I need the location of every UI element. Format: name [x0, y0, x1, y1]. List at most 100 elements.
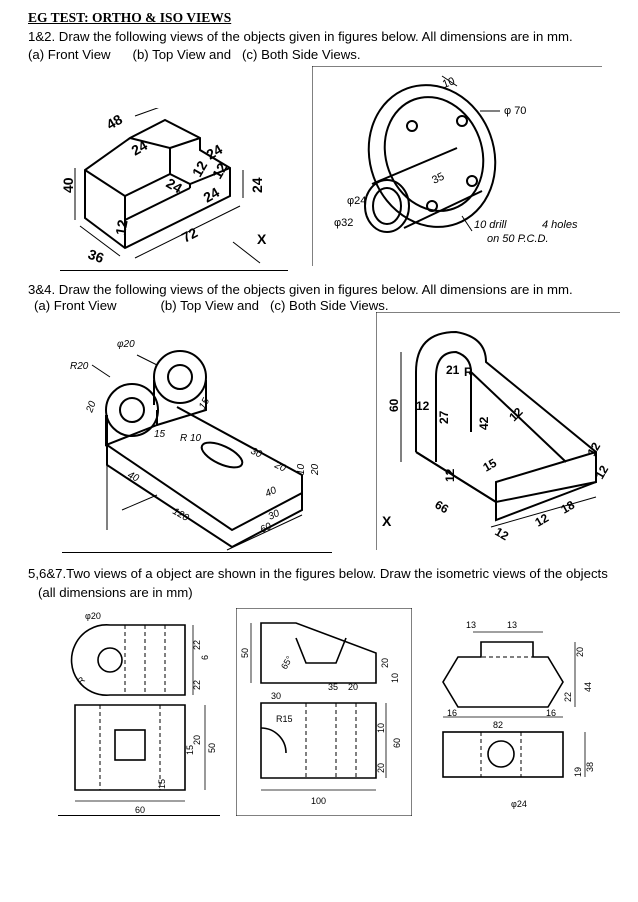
fig6-dim-20b: 20	[380, 658, 390, 668]
fig4-dim-r: R	[464, 365, 473, 379]
fig3-dim-120: 120	[171, 506, 191, 524]
divider-3	[58, 815, 220, 816]
fig7-dim-13a: 13	[466, 620, 476, 630]
fig1-dim-36: 36	[86, 246, 106, 266]
fig7-dim-phi24: φ24	[511, 799, 527, 809]
fig3-dim-40a: 40	[126, 470, 141, 485]
fig4-dim-12f: 12	[493, 524, 512, 543]
fig5-dim-6: 6	[200, 655, 210, 660]
fig1-dim-24d: 24	[201, 184, 223, 206]
fig6-dim-60: 60	[392, 738, 402, 748]
page-title: EG TEST: ORTHO & ISO VIEWS	[28, 10, 232, 25]
fig2-note-holes: 4 holes	[542, 219, 578, 231]
fig3-dim-15b: 15	[197, 396, 212, 412]
fig6-dim-100: 100	[311, 796, 326, 806]
fig6-dim-20a: 20	[348, 682, 358, 692]
fig5-dim-20: 20	[192, 735, 202, 745]
fig4-dim-12e: 12	[592, 463, 611, 482]
fig3-dim-r10: R 10	[180, 433, 202, 444]
fig4-dim-12a: 12	[416, 399, 430, 413]
figure-7-orthographic: 13 13 20 22 44 16 82 16 19 38 φ24	[442, 620, 595, 809]
fig5-dim-15b: 15	[157, 779, 167, 789]
fig4-dim-60: 60	[387, 398, 401, 412]
figure-4-support: 21 R 60 12 27 42 12 12 15 12 12 66 12 12…	[376, 312, 620, 550]
figure-6-orthographic: 50 65° 35 20 20 10 30 R15 10 60 20 100	[236, 608, 412, 816]
fig2-dim-phi24: φ24	[347, 195, 366, 207]
fig1-dim-48: 48	[104, 111, 126, 133]
fig3-dim-30a: 30	[249, 446, 264, 461]
fig4-dim-42: 42	[477, 416, 491, 430]
q567-instruction: 5,6&7.Two views of a object are shown in…	[28, 566, 608, 581]
fig6-dim-50: 50	[240, 648, 250, 658]
fig2-dim-35: 35	[430, 171, 446, 187]
fig3-dim-r20: R20	[70, 361, 89, 372]
q34-instruction: 3&4. Draw the following views of the obj…	[28, 282, 573, 297]
divider-1	[60, 270, 288, 271]
fig5-dim-22b: 22	[192, 680, 202, 690]
fig1-x-label: X	[257, 231, 267, 247]
fig7-dim-22: 22	[563, 692, 573, 702]
fig1-dim-24a: 24	[129, 137, 151, 159]
divider-2	[62, 552, 332, 553]
fig4-dim-66: 66	[433, 497, 452, 516]
fig1-dim-72: 72	[179, 224, 200, 246]
fig7-dim-16a: 16	[447, 708, 457, 718]
fig7-dim-13b: 13	[507, 620, 517, 630]
fig1-dim-24b: 24	[204, 141, 226, 163]
fig2-note-drill: 10 drill	[474, 219, 507, 231]
q12-views: (a) Front View (b) Top View and (c) Both…	[28, 47, 361, 62]
fig4-dim-12d: 12	[584, 440, 603, 459]
fig5-dim-50: 50	[207, 743, 217, 753]
figure-2-flanged-boss: 10 φ 70 35 φ24 φ32 10 drill 4 holes on 5…	[312, 66, 602, 266]
fig3-dim-15a: 15	[154, 429, 166, 440]
fig1-dim-12a: 12	[189, 158, 211, 180]
fig4-dim-12c: 12	[443, 468, 457, 482]
fig2-dim-phi32: φ32	[334, 217, 353, 229]
fig5-dim-15a: 15	[185, 745, 195, 755]
fig7-dim-16b: 16	[546, 708, 556, 718]
fig6-dim-65deg: 65°	[279, 654, 295, 671]
fig5-dim-22a: 22	[192, 640, 202, 650]
fig5-dim-60: 60	[135, 805, 145, 815]
fig3-dim-40b: 40	[264, 485, 279, 500]
fig4-dim-27: 27	[437, 410, 451, 424]
fig1-dim-24e: 24	[249, 177, 265, 193]
fig4-dim-15: 15	[481, 456, 500, 475]
fig5-dim-r: R	[75, 674, 87, 686]
fig2-note-pcd: on 50 P.C.D.	[487, 233, 549, 245]
fig7-dim-44: 44	[583, 682, 593, 692]
fig3-dim-60: 60	[259, 521, 274, 536]
fig6-dim-10a: 10	[390, 673, 400, 683]
fig1-dim-24c: 24	[164, 175, 186, 197]
fig7-dim-82: 82	[493, 720, 503, 730]
fig4-x-label: X	[382, 513, 392, 529]
figure-5-orthographic: φ20 R 22 6 22 15 20 50 15 60	[70, 611, 217, 815]
fig7-dim-19: 19	[573, 767, 583, 777]
fig3-dim-20b: 20	[272, 459, 288, 474]
fig1-dim-12b: 12	[209, 160, 231, 182]
fig4-dim-12g: 12	[533, 511, 552, 530]
fig6-dim-20c: 20	[376, 763, 386, 773]
fig2-dim-10: 10	[441, 75, 457, 90]
fig3-dim-phi20: φ20	[117, 339, 135, 350]
fig5-dim-phi20: φ20	[85, 611, 101, 621]
fig1-dim-12c: 12	[112, 218, 130, 236]
fig2-dim-phi70: φ 70	[504, 105, 526, 117]
fig3-dim-20a: 20	[84, 399, 99, 415]
figure-3-bracket: φ20 R20 20 15 15 R 10 30 20 10 20 40 40 …	[70, 339, 321, 551]
figure-1-isometric-block: 48 24 24 24 12 24 12 40 24 12 72 36 X	[60, 108, 267, 266]
fig7-dim-20: 20	[575, 647, 585, 657]
fig6-dim-10b: 10	[376, 723, 386, 733]
fig3-dim-30b: 30	[267, 508, 282, 523]
fig3-dim-20c: 20	[310, 463, 321, 476]
fig6-dim-35: 35	[328, 682, 338, 692]
fig1-dim-40: 40	[60, 177, 76, 193]
fig7-dim-38: 38	[585, 762, 595, 772]
fig6-dim-r15: R15	[276, 714, 293, 724]
q567-note: (all dimensions are in mm)	[38, 585, 193, 600]
q12-instruction: 1&2. Draw the following views of the obj…	[28, 29, 573, 44]
q34-views: (a) Front View (b) Top View and (c) Both…	[34, 298, 389, 313]
fig4-dim-18: 18	[559, 498, 578, 517]
fig3-dim-10: 10	[296, 463, 307, 475]
fig6-dim-30: 30	[271, 691, 281, 701]
